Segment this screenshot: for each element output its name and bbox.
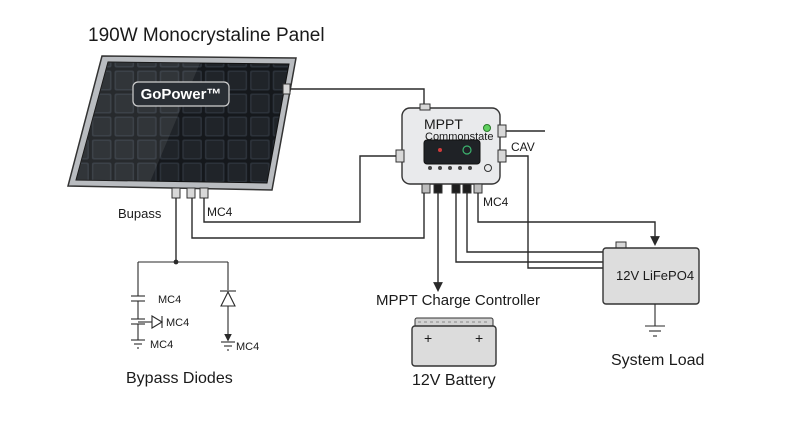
solar-panel: GoPower™	[67, 55, 297, 199]
system-load-caption: System Load	[611, 352, 705, 369]
lifepo4-battery	[602, 241, 700, 337]
battery-12v	[411, 317, 497, 367]
panel-title: 190W Monocrystaline Panel	[88, 25, 325, 46]
panel-mc4-label: MC4	[207, 205, 233, 219]
panel-terminal	[186, 187, 196, 199]
panel-terminal	[199, 187, 209, 199]
controller-mc4-label: MC4	[483, 195, 509, 209]
controller-sublabel: Commonstate	[425, 131, 494, 143]
wires	[175, 88, 660, 292]
status-led	[483, 124, 491, 132]
panel-side-connector	[282, 83, 291, 95]
gopower-logo: GoPower™	[141, 86, 222, 103]
mppt-controller	[395, 103, 507, 194]
bypass-label: Bupass	[118, 206, 162, 221]
controller-side-label: CAV	[511, 140, 535, 154]
diode-symbol	[151, 315, 164, 329]
panel-terminal	[171, 187, 181, 199]
diode-mc4-label: MC4	[150, 339, 174, 351]
battery-caption: 12V Battery	[412, 372, 496, 389]
bypass-diode-circuit	[131, 259, 236, 351]
battery-terminal-plus: +	[424, 330, 433, 346]
diode-symbol	[220, 290, 236, 307]
diode-mc4-label: MC4	[166, 317, 190, 329]
controller-display	[423, 139, 481, 165]
controller-caption: MPPT Charge Controller	[376, 292, 540, 309]
diode-mc4-label: MC4	[158, 294, 182, 306]
diode-mc4-label: MC4	[236, 341, 260, 353]
gopower-logo-plate	[132, 81, 230, 107]
battery-terminal-plus: +	[475, 330, 484, 346]
lifepo4-label: 12V LiFePO4	[616, 268, 695, 283]
bypass-diodes-caption: Bypass Diodes	[126, 370, 233, 387]
controller-label: MPPT	[424, 116, 463, 132]
